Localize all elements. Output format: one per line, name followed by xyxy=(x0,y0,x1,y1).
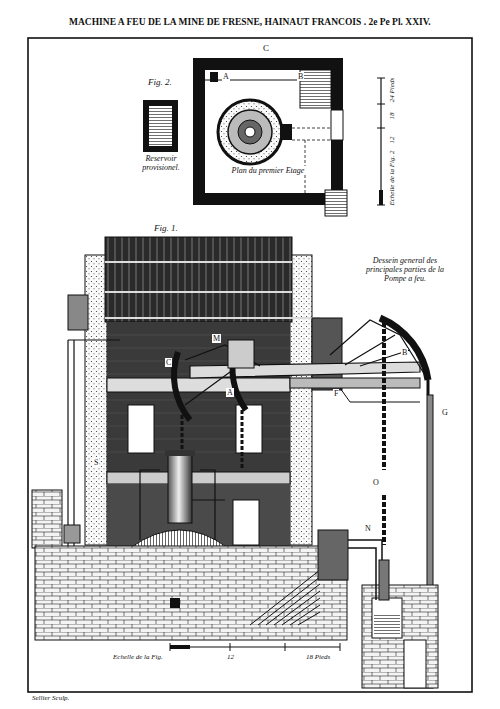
callout-letter: C xyxy=(165,358,172,367)
callout-letter: S xyxy=(93,458,99,467)
scale-number: 12 xyxy=(227,653,234,661)
plan-caption: Reservoir provisionel. xyxy=(130,154,192,172)
callout-letter: N xyxy=(364,524,372,533)
figure-caption: Dessein general des principales parties … xyxy=(355,256,455,284)
scale-number: 18 xyxy=(388,113,396,120)
figure-number: Fig. 2. xyxy=(148,77,172,87)
callout-letter: B xyxy=(297,72,304,81)
callout-letter: B xyxy=(401,348,408,357)
callout-letter: A xyxy=(222,72,230,81)
callout-letter: F xyxy=(333,389,339,398)
scale-number: 24 Pieds xyxy=(388,78,396,102)
figure-number: Fig. 1. xyxy=(154,223,178,233)
scale-number: 18 Pieds xyxy=(306,653,330,661)
scale-caption: Echelle de la Fig. 2 xyxy=(388,151,396,206)
reservoir-box: Reservoir provisionel. xyxy=(130,154,192,172)
plate-title: MACHINE A FEU DE LA MINE DE FRESNE, HAIN… xyxy=(69,17,431,28)
plan-caption: Plan du premier Etage xyxy=(206,166,330,175)
callout-letter: C xyxy=(263,43,269,53)
callout-letter: G xyxy=(441,408,449,417)
floor-plan: Plan du premier Etage xyxy=(206,166,330,175)
callout-letter: O xyxy=(372,478,380,487)
callout-letter: M xyxy=(212,334,221,343)
callout-letter: A xyxy=(226,388,234,397)
engraver-signature: Sellier Sculp. xyxy=(32,694,69,702)
scale-number: 12 xyxy=(388,137,396,144)
scale-caption: Echelle de la Fig. xyxy=(113,653,163,661)
